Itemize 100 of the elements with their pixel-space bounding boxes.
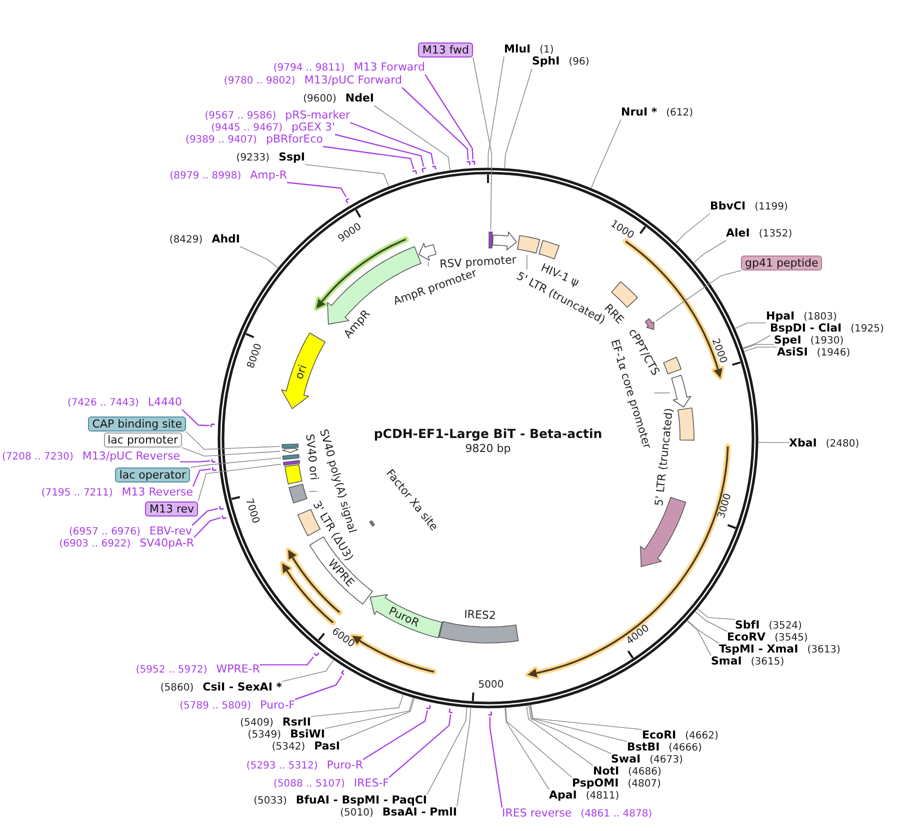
leader-line (505, 708, 572, 778)
enzyme-name: AhdI (212, 234, 240, 246)
primer-range: (9445 .. 9467) (211, 122, 282, 134)
feature-tag: gp41 peptide (741, 256, 822, 270)
leader-line (590, 119, 622, 188)
cut-site-position: (3524) (768, 620, 802, 632)
leader-line (192, 468, 211, 487)
leader-line (694, 240, 726, 263)
leader-line (734, 322, 766, 329)
primer-range: (7195 .. 7211) (41, 488, 113, 500)
primer-name: M13/pUC Forward (304, 74, 402, 86)
enzyme-name: BspDI - ClaI (770, 322, 842, 334)
feature-band (280, 446, 300, 455)
enzyme-name: NruI * (621, 106, 658, 118)
cut-site-position: (2480) (826, 438, 860, 450)
leader-line (240, 246, 278, 268)
primer-mark (211, 466, 218, 472)
feature-band (638, 495, 688, 569)
leader-line (340, 698, 415, 741)
enzyme-name: BstBI (627, 742, 660, 754)
feature-tag: M13 fwd (418, 42, 473, 58)
leader-line (654, 392, 670, 394)
feature-band (670, 373, 693, 409)
enzyme-name: SspI (278, 152, 305, 164)
leader-line (744, 346, 778, 352)
scale-number: 3000 (716, 492, 736, 520)
enzyme-name: SpeI (774, 334, 802, 346)
enzyme-name: SphI (532, 56, 560, 68)
primer-name: Amp-R (250, 170, 287, 182)
leader-line (656, 270, 742, 322)
leader-line (697, 608, 736, 620)
leader-line (350, 122, 434, 165)
cut-site-position: (5010) (340, 808, 374, 820)
enzyme-name: SbfI (735, 620, 760, 632)
leader-line (362, 710, 428, 760)
cut-site-position: (1803) (804, 312, 837, 323)
enzyme-name: PspOMI (572, 778, 619, 790)
enzyme-name: HpaI (766, 310, 795, 322)
primer-mark (421, 167, 427, 174)
leader-line (456, 708, 472, 807)
leader-line (402, 87, 469, 160)
primer-name: L4440 (148, 396, 182, 408)
cut-site-position: (4673) (650, 754, 683, 766)
cut-site-position: (5409) (240, 718, 274, 730)
feature-box (280, 442, 300, 450)
cut-site-position: (1199) (754, 202, 788, 214)
primer-name: Puro-R (326, 760, 363, 772)
leader-line (428, 262, 429, 267)
primer-range: (6903 .. 6922) (59, 538, 131, 550)
leader-line (260, 656, 314, 666)
cut-site-position: (612) (666, 108, 694, 120)
leader-line (182, 409, 210, 426)
primer-mark (221, 514, 228, 520)
feature-band (643, 317, 656, 332)
primer-range: (8979 .. 8998) (170, 170, 242, 182)
leader-line (489, 717, 503, 808)
feature-label: ori (292, 362, 310, 381)
primer-range: (5293 .. 5312) (246, 760, 318, 772)
primer-range: (6957 .. 6976) (69, 526, 140, 538)
leader-line (334, 134, 424, 167)
primer-range: (5789 .. 5809) (180, 700, 252, 712)
cut-site-position: (5860) (160, 682, 194, 694)
feature-label: SV40 ori (303, 432, 321, 480)
primer-name: WPRE-R (216, 664, 260, 676)
leader-line (472, 57, 492, 230)
cut-site-position: (4807) (628, 778, 661, 790)
enzyme-name: SwaI (611, 754, 641, 766)
primer-name: pBRforEco (266, 134, 323, 146)
primer-name: IRES reverse (502, 808, 572, 820)
leader-line (694, 611, 728, 632)
primer-mark (448, 707, 454, 714)
primer-mark (210, 458, 217, 464)
primer-name: M13 Forward (354, 62, 425, 74)
enzyme-name: MluI (504, 44, 531, 56)
cut-site-position: (4666) (668, 742, 702, 754)
enzyme-name: SmaI (711, 656, 742, 668)
scale-number: 8000 (244, 342, 266, 370)
feature-box (287, 482, 309, 505)
feature-box (281, 453, 301, 462)
leader-line (530, 704, 628, 742)
sequence-length: 9820 bp (465, 442, 511, 455)
enzyme-name: EcoRV (727, 632, 766, 644)
enzyme-name: TspMI - XmaI (719, 644, 798, 656)
leader-line (186, 431, 280, 450)
leader-line (758, 442, 790, 443)
primer-mark (465, 160, 471, 167)
enzyme-name: EcoRI (642, 730, 676, 742)
enzyme-name: PasI (314, 740, 340, 752)
primer-mark (340, 669, 346, 676)
enzyme-name: BsaAI - PmlI (382, 806, 457, 818)
enzyme-name: AleI (726, 228, 750, 240)
leader-line (504, 708, 550, 790)
primer-mark (210, 423, 216, 429)
primer-mark (218, 505, 225, 511)
enzyme-name: NdeI (345, 92, 374, 104)
feature-box (487, 230, 494, 250)
feature-box (281, 458, 302, 467)
leader-line (182, 447, 280, 456)
feature-band (417, 241, 438, 262)
cut-site-position: (9600) (303, 94, 336, 106)
